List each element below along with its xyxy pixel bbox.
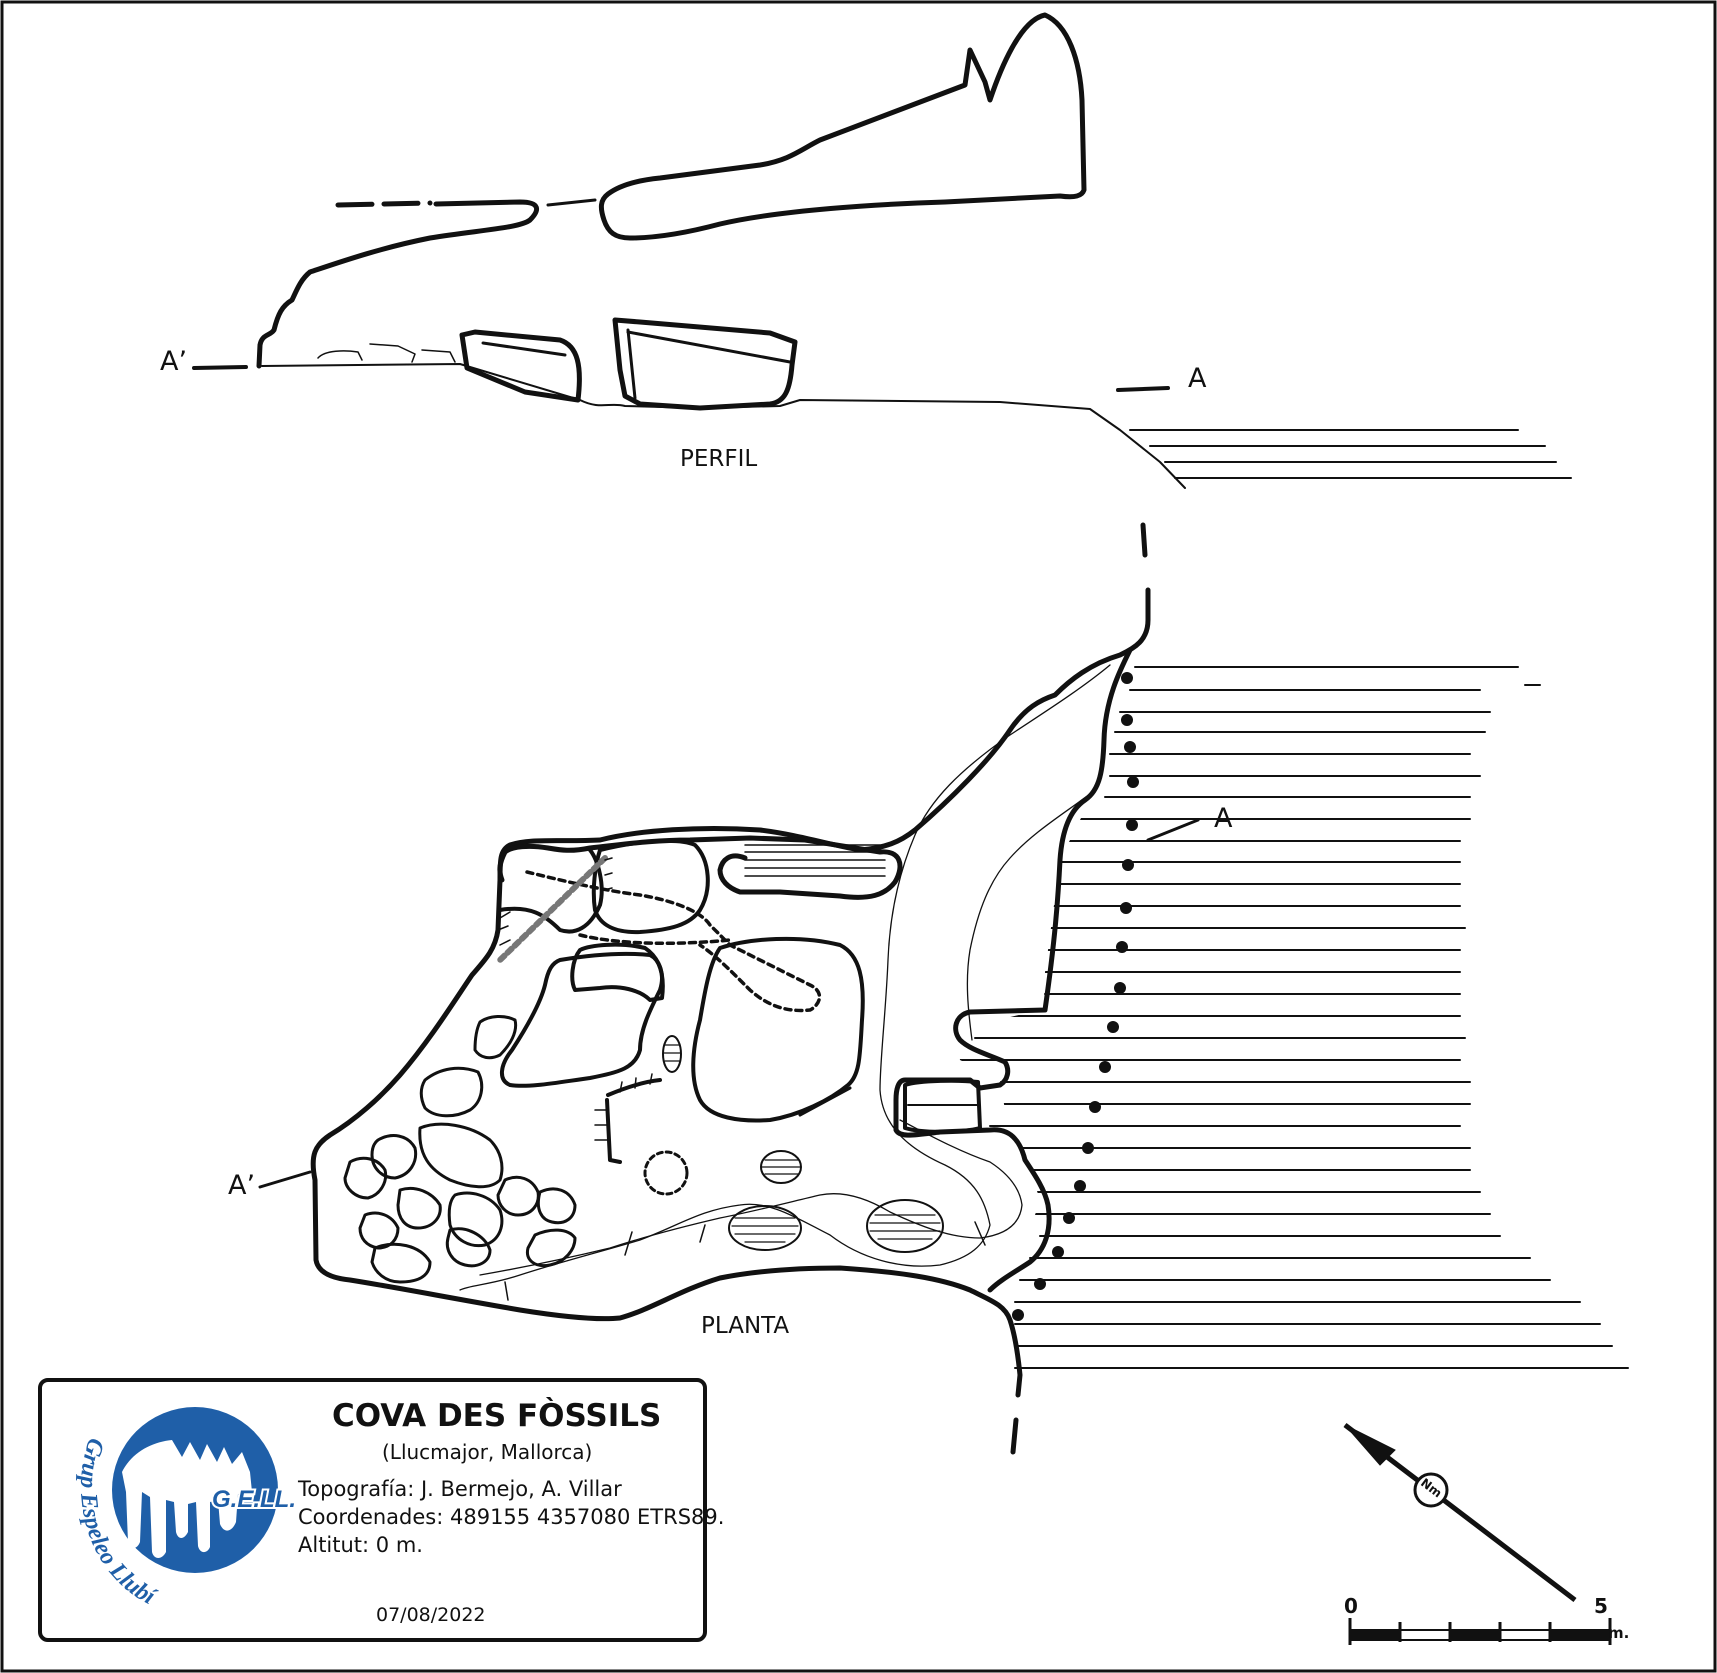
plan-section (258, 522, 1629, 1455)
survey-date: 07/08/2022 (376, 1604, 486, 1626)
scale-unit-label: m. (1608, 1624, 1630, 1642)
plan-ceiling-dashed (525, 870, 822, 1013)
coordinates: Coordenades: 489155 4357080 ETRS89. (298, 1505, 725, 1529)
plan-sea-hatching (959, 666, 1629, 1369)
plan-cave-fill (315, 640, 1130, 1325)
plan-marker-a-prime: A’ (228, 1170, 256, 1201)
profile-a-prime-line (192, 365, 248, 370)
plan-slope-arrows (504, 1221, 986, 1301)
club-logo-icon: G.E.LL. Grup Espeleo Llubí (75, 1407, 298, 1611)
plan-boulder-o (445, 1227, 492, 1268)
plan-ledge-hachures (594, 1073, 653, 1141)
profile-section (192, 12, 1572, 489)
plan-a-line (1146, 818, 1200, 842)
profile-roof-dashed-mid (546, 198, 597, 207)
plan-boulder-e (418, 1122, 504, 1189)
north-arrow-icon (1343, 1423, 1577, 1602)
plan-dashed-pit (643, 1150, 689, 1196)
plan-boulder-f (370, 1134, 418, 1180)
plan-upper-chamber (497, 835, 903, 900)
plan-pool-2 (728, 1205, 802, 1251)
profile-block-1-edge (481, 341, 567, 357)
cave-location: (Llucmajor, Mallorca) (382, 1440, 593, 1464)
plan-right-wall (893, 647, 1133, 1293)
plan-central-boulder-edge (798, 1086, 852, 1117)
plan-pool-hatching (663, 1044, 941, 1243)
profile-upper-chamber (598, 12, 1087, 241)
plan-boulder-c (473, 1015, 518, 1060)
plan-side-block (903, 1078, 982, 1134)
profile-section-label: PERFIL (680, 446, 758, 472)
profile-lower-roof (256, 199, 539, 369)
plan-grey-dotted (497, 855, 608, 963)
profile-pebbles (317, 343, 456, 363)
scale-start-label: 0 (1344, 1594, 1358, 1618)
club-logo-acronym: G.E.LL. (212, 1486, 296, 1513)
plan-boulder-b (570, 942, 665, 1002)
scale-end-label: 5 (1594, 1594, 1608, 1618)
plan-boulder-g (343, 1156, 388, 1200)
plan-cliff-dots (1012, 672, 1139, 1321)
plan-a-prime-line (258, 1170, 312, 1189)
altitude: Altitut: 0 m. (298, 1533, 423, 1557)
plan-boulder-d (419, 1066, 484, 1118)
title-box: G.E.LL. Grup Espeleo Llubí COVA DES FÒSS… (38, 1378, 724, 1642)
plan-pool-4 (662, 1035, 682, 1073)
profile-block-2-side (626, 328, 637, 400)
plan-section-label: PLANTA (701, 1313, 790, 1339)
plan-passage-inner (966, 789, 1096, 1041)
plan-pool-3 (866, 1199, 944, 1253)
plan-block-top-1 (591, 838, 710, 935)
plan-floor-contour (479, 1119, 1023, 1276)
plan-boulder-n (525, 1228, 577, 1268)
plan-marker-a: A (1214, 803, 1233, 834)
profile-sea-hatching (1129, 429, 1572, 479)
plan-boulder-h (396, 1186, 442, 1230)
profile-floor (261, 363, 1186, 489)
profile-marker-a: A (1188, 363, 1207, 394)
plan-chamber-divider (498, 848, 604, 934)
profile-block-1 (459, 329, 582, 403)
plan-hachures (497, 857, 613, 946)
plan-boulder-k (536, 1187, 577, 1225)
profile-marker-a-prime: A’ (160, 346, 188, 377)
plan-boulder-i (447, 1191, 504, 1248)
plan-boulder-m (370, 1242, 432, 1284)
topography-credit: Topografía: J. Bermejo, A. Villar (298, 1477, 622, 1501)
scale-bar (1348, 1618, 1612, 1645)
profile-block-2 (612, 317, 798, 411)
plan-boulder-j (496, 1175, 540, 1217)
plan-niche-hatching (744, 844, 886, 877)
cave-name: COVA DES FÒSSILS (332, 1398, 662, 1434)
profile-roof-dashed-left (335, 200, 433, 208)
plan-pool-1 (760, 1150, 802, 1184)
profile-block-2-edge (626, 330, 792, 364)
plan-ledge (605, 1078, 662, 1164)
profile-a-line (1116, 386, 1170, 392)
plan-cave-outline (310, 522, 1151, 1455)
